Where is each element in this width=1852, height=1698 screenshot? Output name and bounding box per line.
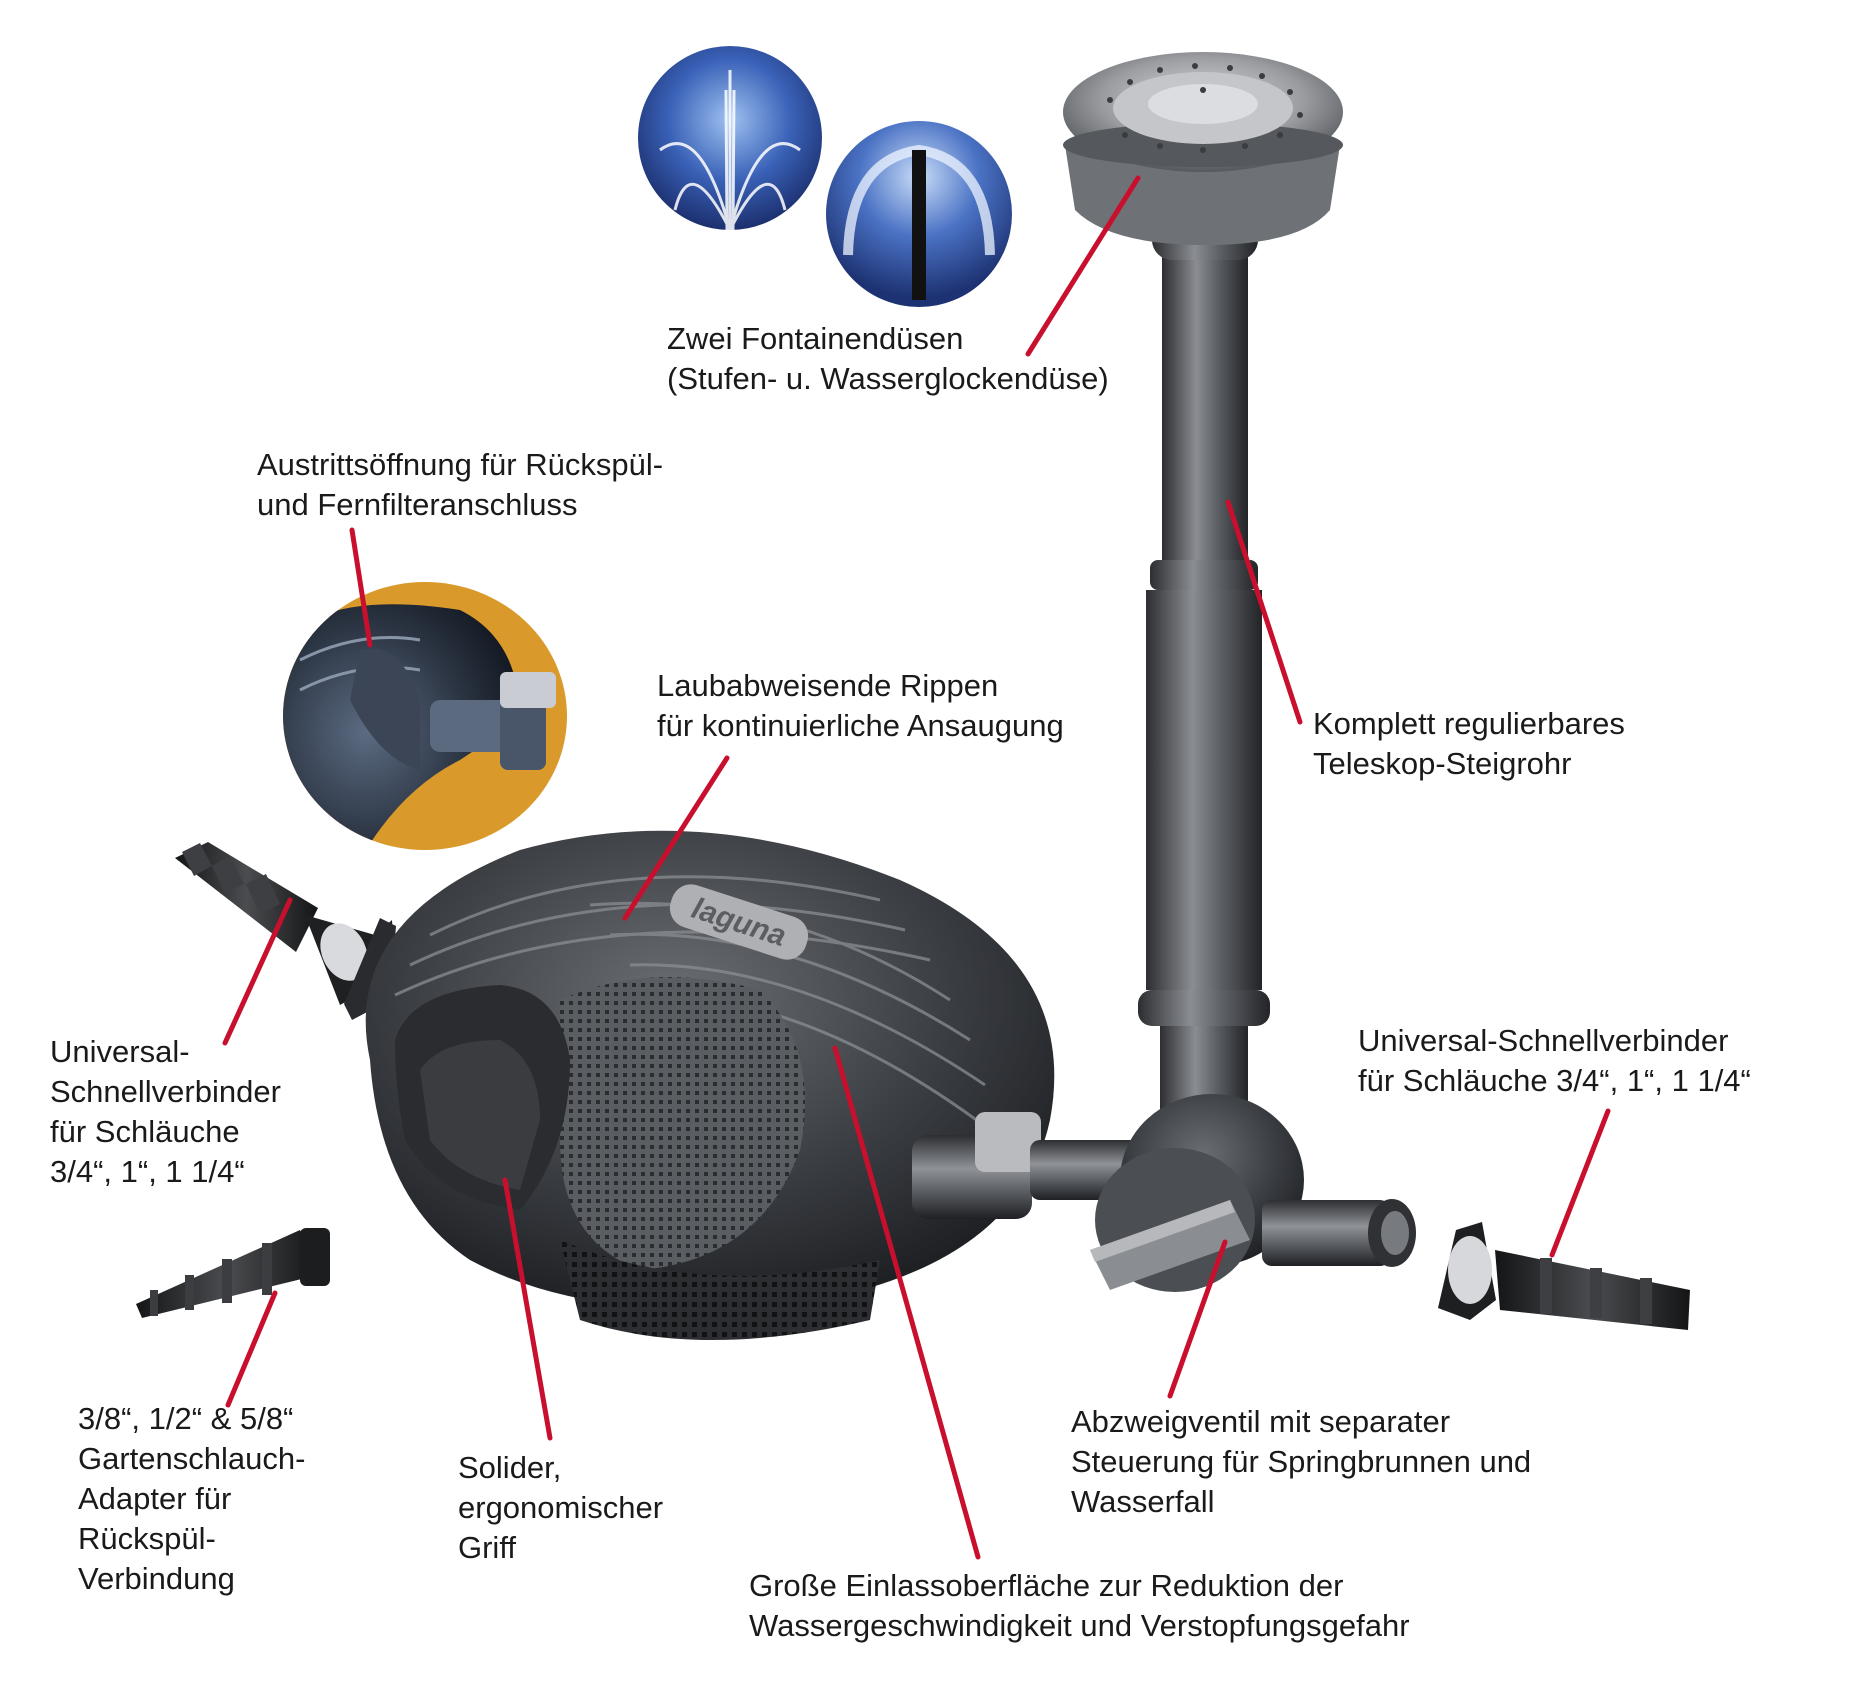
quick-connector-left [175, 842, 396, 1020]
nozzle-head [1063, 52, 1343, 245]
leader-lines [222, 175, 1611, 1560]
leader-intake-surface [832, 1045, 981, 1560]
diverter-valve [1090, 1094, 1416, 1292]
leader-handle [502, 1177, 553, 1441]
leader-fountain-nozzles [1025, 175, 1141, 357]
quick-connector-right [1438, 1222, 1690, 1330]
leader-connector-left [222, 897, 293, 1046]
label-outlet-opening: Austrittsöffnung für Rückspül-und Fernfi… [257, 447, 664, 522]
telescope-riser [1138, 210, 1270, 1126]
label-intake-surface: Große Einlassoberfläche zur Reduktion de… [749, 1568, 1410, 1643]
fountain-photo-tiered [638, 46, 822, 231]
outlet-closeup-photo [283, 582, 567, 850]
pump-body: laguna [365, 830, 1055, 1340]
leader-telescope-riser [1225, 499, 1303, 725]
leader-leaf-ribs [622, 755, 730, 921]
label-garden-hose-adapter: 3/8“, 1/2“ & 5/8“Gartenschlauch-Adapter … [78, 1401, 306, 1596]
leader-garden-hose-adapter [225, 1290, 278, 1408]
garden-hose-adapter-left [136, 1228, 330, 1318]
fountain-photo-bell [826, 121, 1012, 307]
leader-outlet-opening [349, 527, 373, 648]
leader-diverter-valve [1167, 1239, 1228, 1399]
leader-connector-right [1549, 1108, 1611, 1258]
label-fountain-nozzles: Zwei Fontainendüsen(Stufen- u. Wasserglo… [667, 321, 1109, 396]
